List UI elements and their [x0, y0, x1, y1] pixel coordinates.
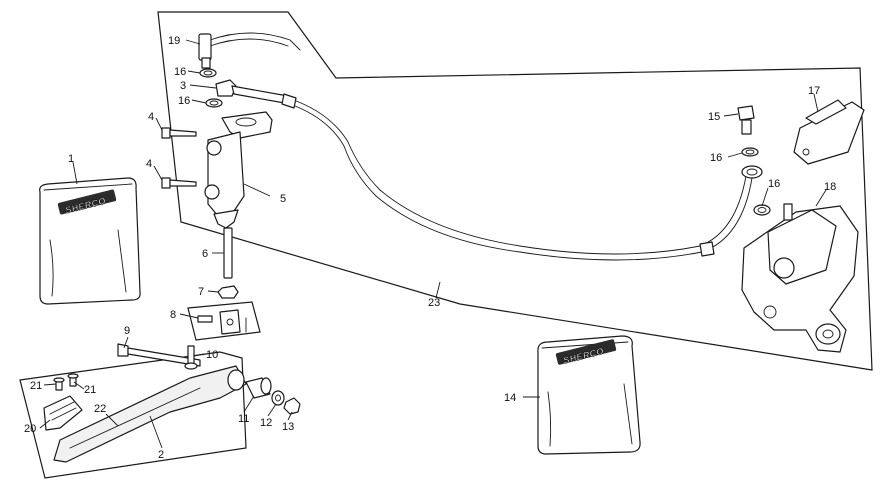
callout-22: 22 [94, 403, 106, 415]
brake-pads-17 [793, 99, 865, 165]
screw-10 [184, 345, 198, 370]
brake-pedal-22 [53, 365, 247, 463]
washer-16-caliper-top [741, 147, 759, 157]
callout-16-mid: 16 [178, 95, 190, 107]
callout-4-upper: 4 [148, 111, 154, 123]
callout-6: 6 [202, 248, 208, 260]
callout-23: 23 [428, 297, 440, 309]
leader-lines [39, 39, 827, 449]
callout-14: 14 [504, 392, 516, 404]
callout-4-lower: 4 [146, 158, 152, 170]
callout-16-top: 16 [174, 66, 186, 78]
callout-1: 1 [68, 153, 74, 165]
callout-11: 11 [238, 413, 249, 425]
hose-fitting-19 [198, 32, 301, 69]
callout-15: 15 [708, 111, 720, 123]
callout-10: 10 [206, 349, 218, 361]
callout-20: 20 [24, 423, 36, 435]
callout-5: 5 [280, 193, 286, 205]
callout-21-right: 21 [84, 384, 96, 396]
callout-3: 3 [180, 80, 186, 92]
callout-9: 9 [124, 325, 130, 337]
callout-12: 12 [260, 417, 272, 429]
callout-18: 18 [824, 181, 836, 193]
banjo-fitting-caliper [741, 165, 763, 179]
screw-21-left [53, 377, 65, 391]
brake-caliper-18 [741, 203, 859, 353]
bolt-4-lower [161, 177, 197, 189]
banjo-bolt-3 [215, 79, 291, 105]
bushing-11 [245, 377, 272, 399]
washer-12 [271, 390, 285, 406]
callout-8: 8 [170, 309, 176, 321]
washer-16-mid [205, 98, 223, 108]
bolt-4-upper [161, 127, 197, 139]
callout-2: 2 [158, 449, 164, 461]
master-cylinder-5 [204, 111, 273, 229]
pedal-tip-20 [43, 395, 83, 431]
callout-16-caliper-top: 16 [710, 152, 722, 164]
screw-21-right [67, 373, 79, 387]
brake-hose-23 [281, 93, 753, 261]
bolt-15 [737, 105, 755, 135]
nut-7 [217, 285, 239, 299]
washer-16-caliper-side [753, 204, 771, 216]
bag-1: SHERCO [39, 177, 141, 305]
clevis-kit-8 [187, 301, 261, 341]
callout-13: 13 [282, 421, 294, 433]
callout-21-left: 21 [30, 380, 42, 392]
callout-17: 17 [808, 85, 820, 97]
callout-19: 19 [168, 35, 180, 47]
callout-16-caliper-side: 16 [768, 178, 780, 190]
nut-13 [283, 397, 301, 415]
washer-16-top [199, 68, 217, 78]
callout-labels: 1 19 16 3 16 4 4 5 6 7 8 9 10 21 21 22 2… [24, 35, 836, 461]
bag-14: SHERCO [537, 335, 641, 455]
callout-7: 7 [198, 286, 204, 298]
push-rod-6 [223, 227, 233, 279]
